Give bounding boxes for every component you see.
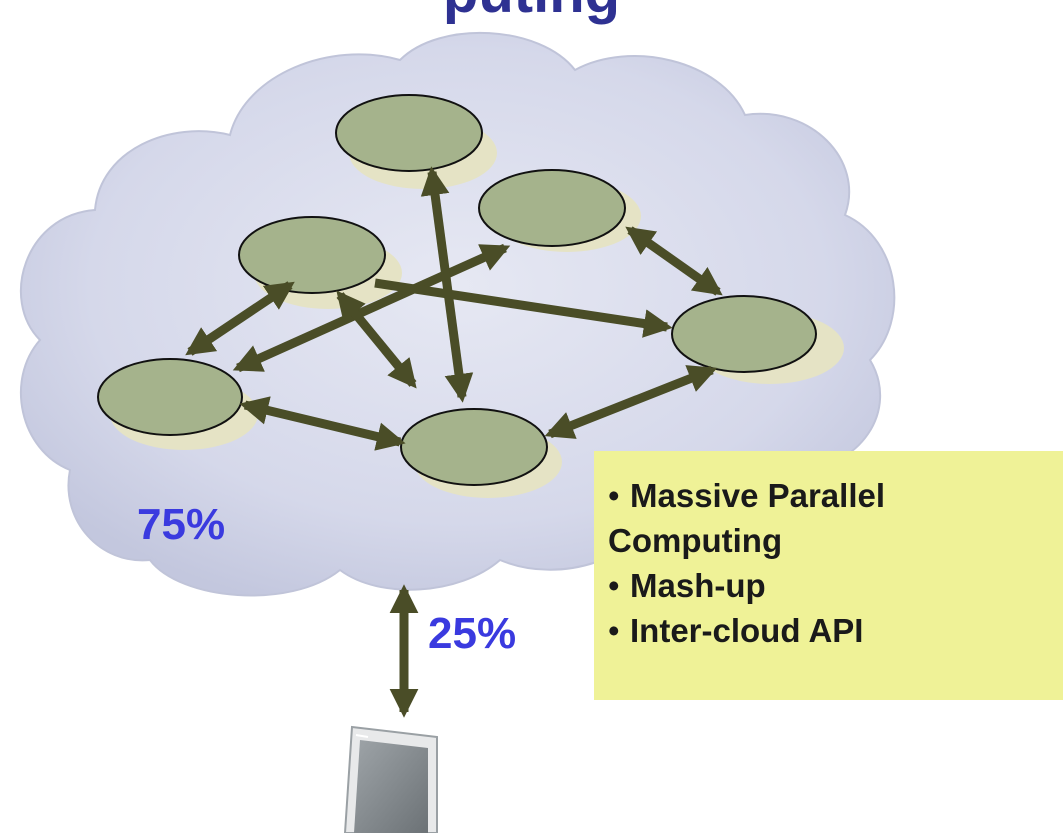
- bullet-glyph: •: [608, 477, 620, 514]
- features-list: • Massive Parallel Computing • Mash-up • In…: [608, 473, 1053, 653]
- feature-label: Massive Parallel: [630, 477, 886, 514]
- link-upper-left-to-bottom: [336, 290, 417, 389]
- node-upper-left: [238, 216, 386, 294]
- node-left: [97, 358, 243, 436]
- feature-label: Inter-cloud API: [630, 612, 864, 649]
- network-connectors: [185, 166, 723, 718]
- feature-label: Computing: [608, 522, 783, 559]
- title-fragment: puting: [0, 0, 1063, 22]
- node-right: [671, 295, 817, 373]
- link-upper-right-to-right: [625, 226, 723, 296]
- features-box: • Massive Parallel Computing • Mash-up • In…: [594, 451, 1063, 700]
- node-top: [335, 94, 483, 172]
- link-percentage-label: 25%: [428, 609, 517, 658]
- link-upper-left-to-right: [374, 278, 673, 338]
- feature-item: • Massive Parallel: [608, 473, 1053, 518]
- link-top-to-bottom: [420, 166, 474, 403]
- cloud-percentage-label: 75%: [137, 500, 226, 549]
- bullet-glyph: •: [608, 612, 620, 649]
- feature-item: Computing: [608, 518, 1053, 563]
- laptop-icon: [343, 725, 438, 833]
- bullet-glyph: •: [608, 567, 620, 604]
- link-right-to-bottom: [544, 365, 718, 439]
- link-left-to-bottom: [239, 396, 406, 451]
- feature-item: • Mash-up: [608, 563, 1053, 608]
- node-upper-right: [478, 169, 626, 247]
- feature-item: • Inter-cloud API: [608, 608, 1053, 653]
- node-bottom: [400, 408, 548, 486]
- feature-label: Mash-up: [630, 567, 766, 604]
